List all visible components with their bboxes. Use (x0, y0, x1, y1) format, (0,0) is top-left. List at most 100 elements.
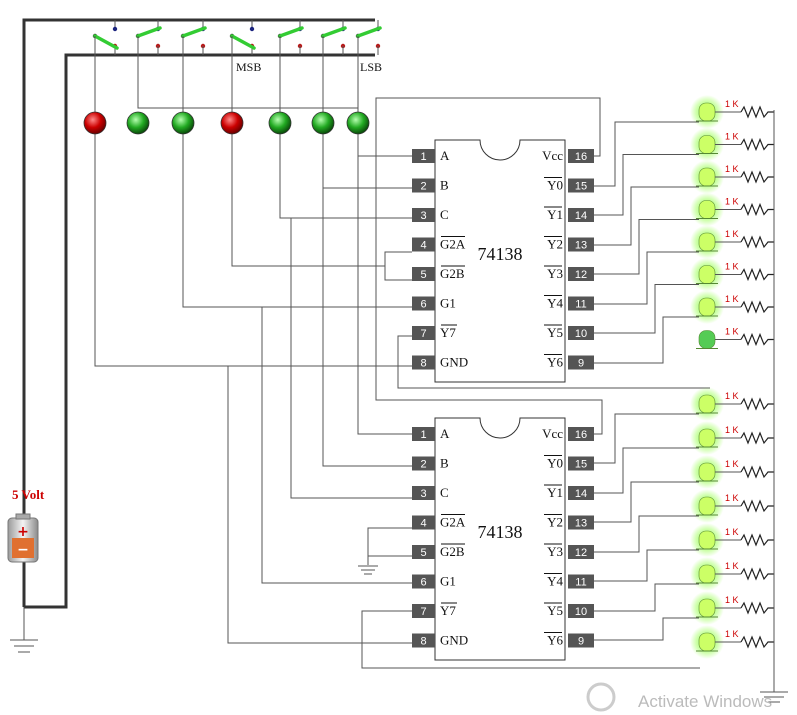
pin-box (412, 486, 435, 500)
pin-label: C (440, 207, 449, 222)
switch-lever (356, 26, 382, 38)
pin-number: 1 (420, 151, 426, 163)
output-led-group: 1 K (594, 421, 774, 494)
pin-number: 8 (420, 636, 426, 648)
resistor-icon (740, 170, 774, 184)
output-led-icon (698, 394, 716, 414)
pin-label: Y3 (547, 266, 563, 281)
battery-minus-icon: − (17, 542, 29, 558)
pin-label: G2A (440, 515, 466, 530)
pin-box (412, 515, 435, 530)
led-wire (594, 154, 699, 216)
output-led-icon (698, 200, 716, 219)
output-led-group: 1 K (594, 160, 774, 246)
resistor-label: 1 K (725, 294, 739, 304)
pin-label: Y5 (547, 325, 563, 340)
pin-label: Y2 (547, 237, 563, 252)
watermark-logo-icon (586, 682, 616, 712)
pin-box (568, 178, 594, 193)
output-led-group: 1 K (594, 290, 774, 364)
switch-top-contact (249, 26, 255, 32)
led-wire (594, 186, 699, 246)
wire (290, 218, 412, 499)
pin-number: 3 (420, 210, 426, 222)
pin-number: 5 (420, 547, 426, 559)
chip-body (434, 417, 566, 661)
output-led-group: 1 K (594, 95, 774, 187)
wire (375, 97, 601, 157)
resistor-icon (740, 431, 774, 445)
input-indicator-leds (83, 111, 370, 135)
led-wire (594, 481, 699, 523)
switch-lever (181, 26, 207, 38)
toggle-switch (180, 20, 207, 100)
pin-box (568, 604, 594, 618)
switch-lever (278, 26, 304, 38)
resistor-label: 1 K (725, 229, 739, 239)
pin-label: G1 (440, 296, 456, 311)
right-pin: 9Y6 (544, 354, 594, 370)
output-led-icon (698, 496, 716, 516)
pin-number: 5 (420, 269, 426, 281)
pin-label: A (440, 426, 450, 441)
pin-box (412, 296, 435, 311)
toggle-switch (229, 20, 256, 100)
pin-number: 11 (575, 299, 586, 311)
indicator-led-icon (220, 111, 244, 135)
indicator-led-icon (126, 111, 150, 135)
output-led-group: 1 K (594, 387, 774, 464)
pin-number: 11 (575, 577, 586, 589)
pin-number: 9 (578, 358, 584, 370)
pin-label: Y4 (547, 574, 563, 589)
activation-watermark: Activate Windows (586, 682, 772, 712)
switch-lever (136, 26, 162, 38)
pin-number: 14 (575, 210, 587, 222)
pin-label: Y5 (547, 603, 563, 618)
resistor-ground (760, 110, 788, 703)
indicator-led-icon (346, 111, 370, 135)
resistor-icon (740, 465, 774, 479)
led-wire (594, 121, 699, 187)
led-wire (594, 316, 699, 364)
pin-number: 4 (420, 518, 426, 530)
pin-number: 16 (575, 151, 587, 163)
toggle-switch (320, 20, 347, 100)
ground-symbol (358, 527, 412, 575)
resistor-icon (740, 267, 774, 282)
wire (322, 100, 412, 189)
lsb-label: LSB (360, 60, 382, 74)
pin-box (568, 237, 594, 252)
led-wire (594, 515, 699, 553)
wire (361, 610, 700, 669)
right-pin: 11 Y4 (544, 573, 594, 589)
toggle-switch (92, 20, 119, 100)
output-led-icon (698, 167, 716, 187)
resistor-label: 1 K (725, 197, 739, 207)
resistor-icon (740, 235, 774, 249)
switch-lever (230, 34, 256, 50)
resistor-icon (740, 601, 774, 615)
wire (375, 98, 603, 435)
output-led-group: 1 K (594, 257, 774, 334)
pin-number: 14 (575, 488, 587, 500)
pin-label: Y6 (547, 633, 563, 648)
switch-lever (93, 34, 119, 50)
wire (384, 266, 412, 281)
resistor-label: 1 K (725, 391, 739, 401)
resistor-label: 1 K (725, 459, 739, 469)
resistor-label: 1 K (725, 493, 739, 503)
pin-number: 12 (575, 547, 587, 559)
